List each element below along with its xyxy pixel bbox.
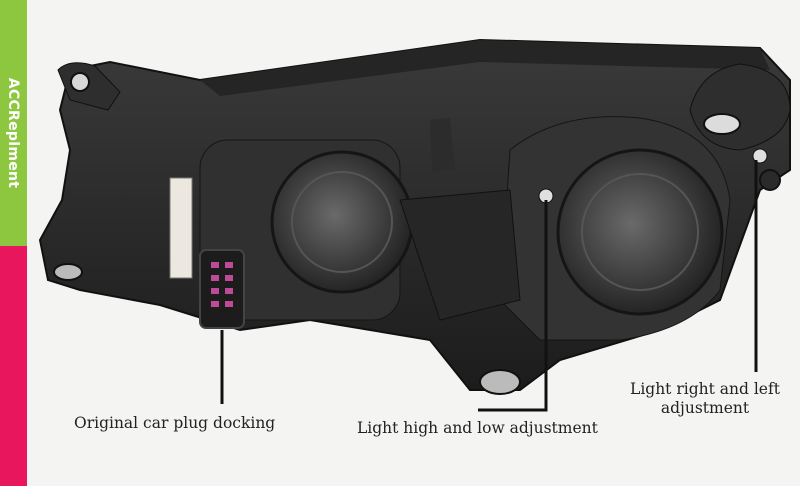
headlight-photo [38, 38, 791, 412]
callout-label-right-left: Light right and left adjustment [630, 380, 780, 417]
connector-pins [211, 262, 233, 307]
housing-top-rim [200, 40, 770, 96]
callout-line-high-low [478, 200, 548, 412]
brand-strip: ACCReplment [0, 0, 27, 486]
brand-strip-pink [0, 246, 27, 486]
brand-strip-green [0, 0, 27, 246]
brand-text: ACCReplment [5, 77, 21, 189]
callout-label-high-low: Light high and low adjustment [357, 419, 598, 437]
connector-plug [199, 249, 245, 329]
callout-label-plug: Original car plug docking [74, 414, 276, 432]
